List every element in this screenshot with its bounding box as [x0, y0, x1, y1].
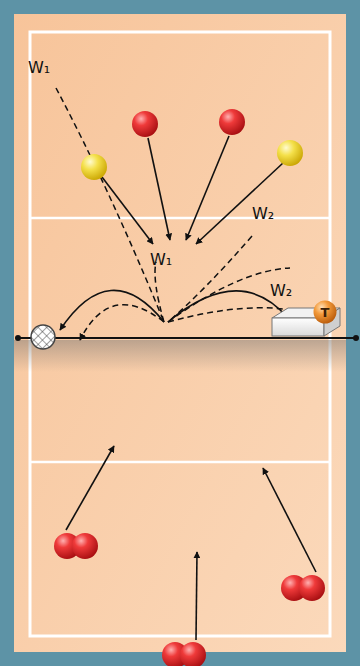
net-post [353, 335, 359, 341]
player-balls [54, 533, 325, 666]
net [18, 337, 356, 339]
ball-basket [31, 325, 55, 349]
net-shadow [14, 340, 346, 372]
player-balls [81, 109, 303, 180]
attack-line [30, 217, 330, 220]
move-arrows [66, 446, 316, 640]
run-paths [56, 88, 300, 340]
net-post [15, 335, 21, 341]
court-floor [14, 14, 346, 652]
attack-line [30, 461, 330, 464]
shot-arrows [60, 290, 288, 330]
trainer-letter: T [321, 306, 330, 319]
trainer-ball: T [313, 300, 337, 324]
player-label: W₂ [252, 206, 274, 222]
player-label: W₂ [270, 283, 292, 299]
court-line [30, 32, 330, 636]
player-label: W₁ [28, 60, 50, 76]
player-label: W₁ [150, 252, 172, 268]
pass-arrows [102, 136, 283, 244]
